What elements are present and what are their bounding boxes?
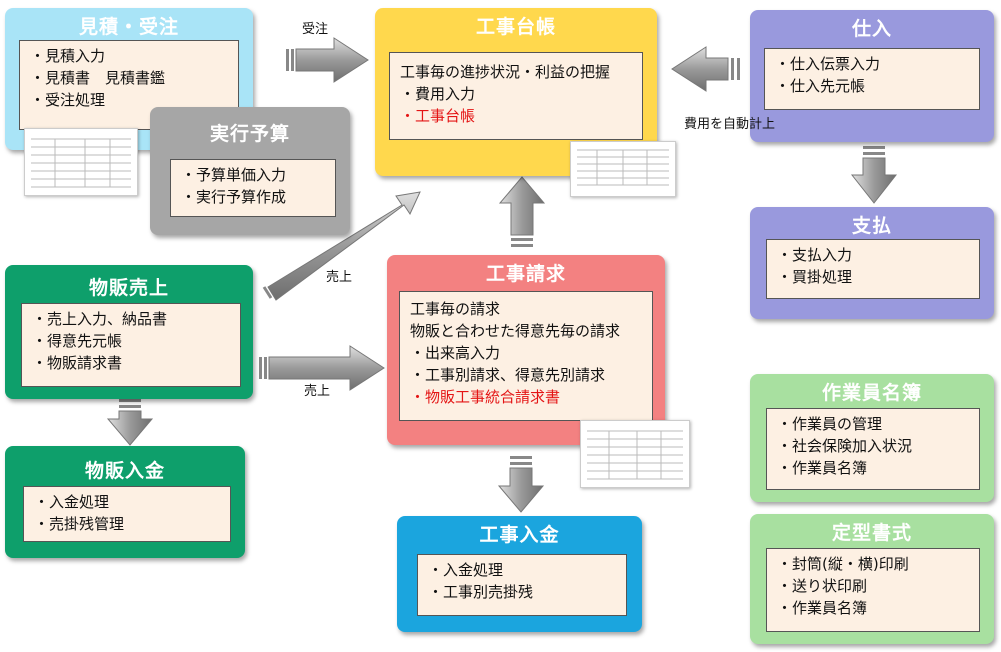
label-juchu: 受注: [302, 22, 329, 37]
item: ・予算単価入力: [181, 166, 287, 184]
item: ・工事別請求、得意先別請求: [410, 366, 606, 384]
item: 物販と合わせた得意先毎の請求: [410, 322, 621, 340]
arrow-seikyu-daicho: [498, 176, 546, 247]
item: ・仕入伝票入力: [775, 55, 881, 73]
box-teikei-shoshiki: 定型書式 ・封筒(縦・横)印刷 ・送り状印刷 ・作業員名簿: [750, 514, 994, 644]
item: ・工事別売掛残: [428, 583, 534, 601]
box-content: ・封筒(縦・横)印刷 ・送り状印刷 ・作業員名簿: [766, 548, 980, 632]
box-title: 物販入金: [84, 460, 165, 482]
item: ・作業員の管理: [777, 415, 883, 433]
arrow-uriage-seikyu: [259, 345, 385, 391]
item: ・見積書 見積書鑑: [30, 69, 166, 87]
item: ・見積入力: [30, 47, 106, 65]
box-title: 物販売上: [88, 277, 169, 299]
box-title: 工事入金: [479, 524, 560, 546]
box-buppan-uriage: 物販売上 ・売上入力、納品書 ・得意先元帳 ・物販請求書: [5, 265, 253, 399]
item: ・売上入力、納品書: [32, 310, 168, 328]
item: ・出来高入力: [410, 344, 501, 362]
document-thumbnail: [580, 420, 690, 488]
item: ・作業員名簿: [777, 459, 868, 477]
document-thumbnail-lines: [577, 149, 669, 186]
item: ・作業員名簿: [777, 599, 868, 617]
box-title: 作業員名簿: [821, 382, 922, 404]
box-koji-seikyu: 工事請求 工事毎の請求 物販と合わせた得意先毎の請求 ・出来高入力 ・工事別請求…: [387, 255, 665, 445]
item-highlight: ・工事台帳: [400, 107, 476, 125]
item: ・得意先元帳: [32, 332, 123, 350]
box-content: ・支払入力 ・買掛処理: [766, 239, 980, 299]
box-title: 工事台帳: [475, 16, 556, 38]
item: ・実行予算作成: [181, 188, 287, 206]
label-uriage-seikyu: 売上: [304, 384, 331, 399]
label-uriage-diagonal: 売上: [326, 270, 353, 285]
item: ・送り状印刷: [777, 577, 868, 595]
item: ・物販請求書: [32, 354, 123, 372]
item: ・受注処理: [30, 91, 106, 109]
box-title: 定型書式: [831, 522, 912, 544]
arrow-shiharai: [850, 146, 898, 204]
item: ・社会保険加入状況: [777, 437, 913, 455]
item: ・売掛残管理: [34, 515, 125, 533]
item: ・買掛処理: [777, 268, 853, 286]
item-highlight: ・物販工事統合請求書: [410, 388, 561, 406]
box-shiire: 仕入 ・仕入伝票入力 ・仕入先元帳: [750, 10, 994, 142]
arrow-buppan-nyukin: [106, 399, 154, 446]
item: ・入金処理: [428, 561, 504, 579]
document-thumbnail: [570, 141, 676, 197]
box-koji-nyukin: 工事入金 ・入金処理 ・工事別売掛残: [397, 516, 642, 632]
item: 工事毎の進捗状況・利益の把握: [400, 63, 611, 81]
box-content: 工事毎の進捗状況・利益の把握 ・費用入力 ・工事台帳: [389, 52, 643, 140]
document-thumbnail: [24, 128, 138, 196]
box-title: 支払: [851, 215, 892, 237]
box-title: 見積・受注: [78, 16, 179, 38]
box-content: ・予算単価入力 ・実行予算作成: [170, 159, 336, 217]
box-content: ・仕入伝票入力 ・仕入先元帳: [764, 48, 980, 110]
arrow-juchu: [286, 37, 369, 83]
box-title: 仕入: [851, 18, 892, 40]
document-thumbnail-lines: [31, 138, 131, 188]
item: ・封筒(縦・横)印刷: [777, 555, 909, 573]
box-buppan-nyukin: 物販入金 ・入金処理 ・売掛残管理: [5, 446, 245, 558]
box-content: ・売上入力、納品書 ・得意先元帳 ・物販請求書: [21, 303, 241, 387]
item: ・費用入力: [400, 85, 476, 103]
box-title: 実行予算: [209, 123, 290, 145]
arrow-uriage-diagonal: [262, 191, 421, 301]
label-hiyo-jido-keijo: 費用を自動計上: [684, 117, 776, 132]
arrow-koji-nyukin: [497, 456, 545, 513]
box-shiharai: 支払 ・支払入力 ・買掛処理: [750, 207, 994, 319]
item: ・支払入力: [777, 246, 853, 264]
box-content: 工事毎の請求 物販と合わせた得意先毎の請求 ・出来高入力 ・工事別請求、得意先別…: [399, 291, 653, 421]
arrow-hiyo: [671, 46, 740, 92]
item: 工事毎の請求: [410, 300, 501, 318]
box-content: ・作業員の管理 ・社会保険加入状況 ・作業員名簿: [766, 408, 980, 490]
item: ・入金処理: [34, 493, 110, 511]
box-content: ・入金処理 ・売掛残管理: [23, 486, 231, 542]
box-content: ・入金処理 ・工事別売掛残: [417, 554, 627, 616]
box-jikko-yosan: 実行予算 ・予算単価入力 ・実行予算作成: [150, 107, 350, 235]
box-title: 工事請求: [485, 263, 566, 285]
item: ・仕入先元帳: [775, 77, 866, 95]
document-thumbnail-lines: [587, 430, 683, 480]
box-sagyoin-meibo: 作業員名簿 ・作業員の管理 ・社会保険加入状況 ・作業員名簿: [750, 374, 994, 502]
